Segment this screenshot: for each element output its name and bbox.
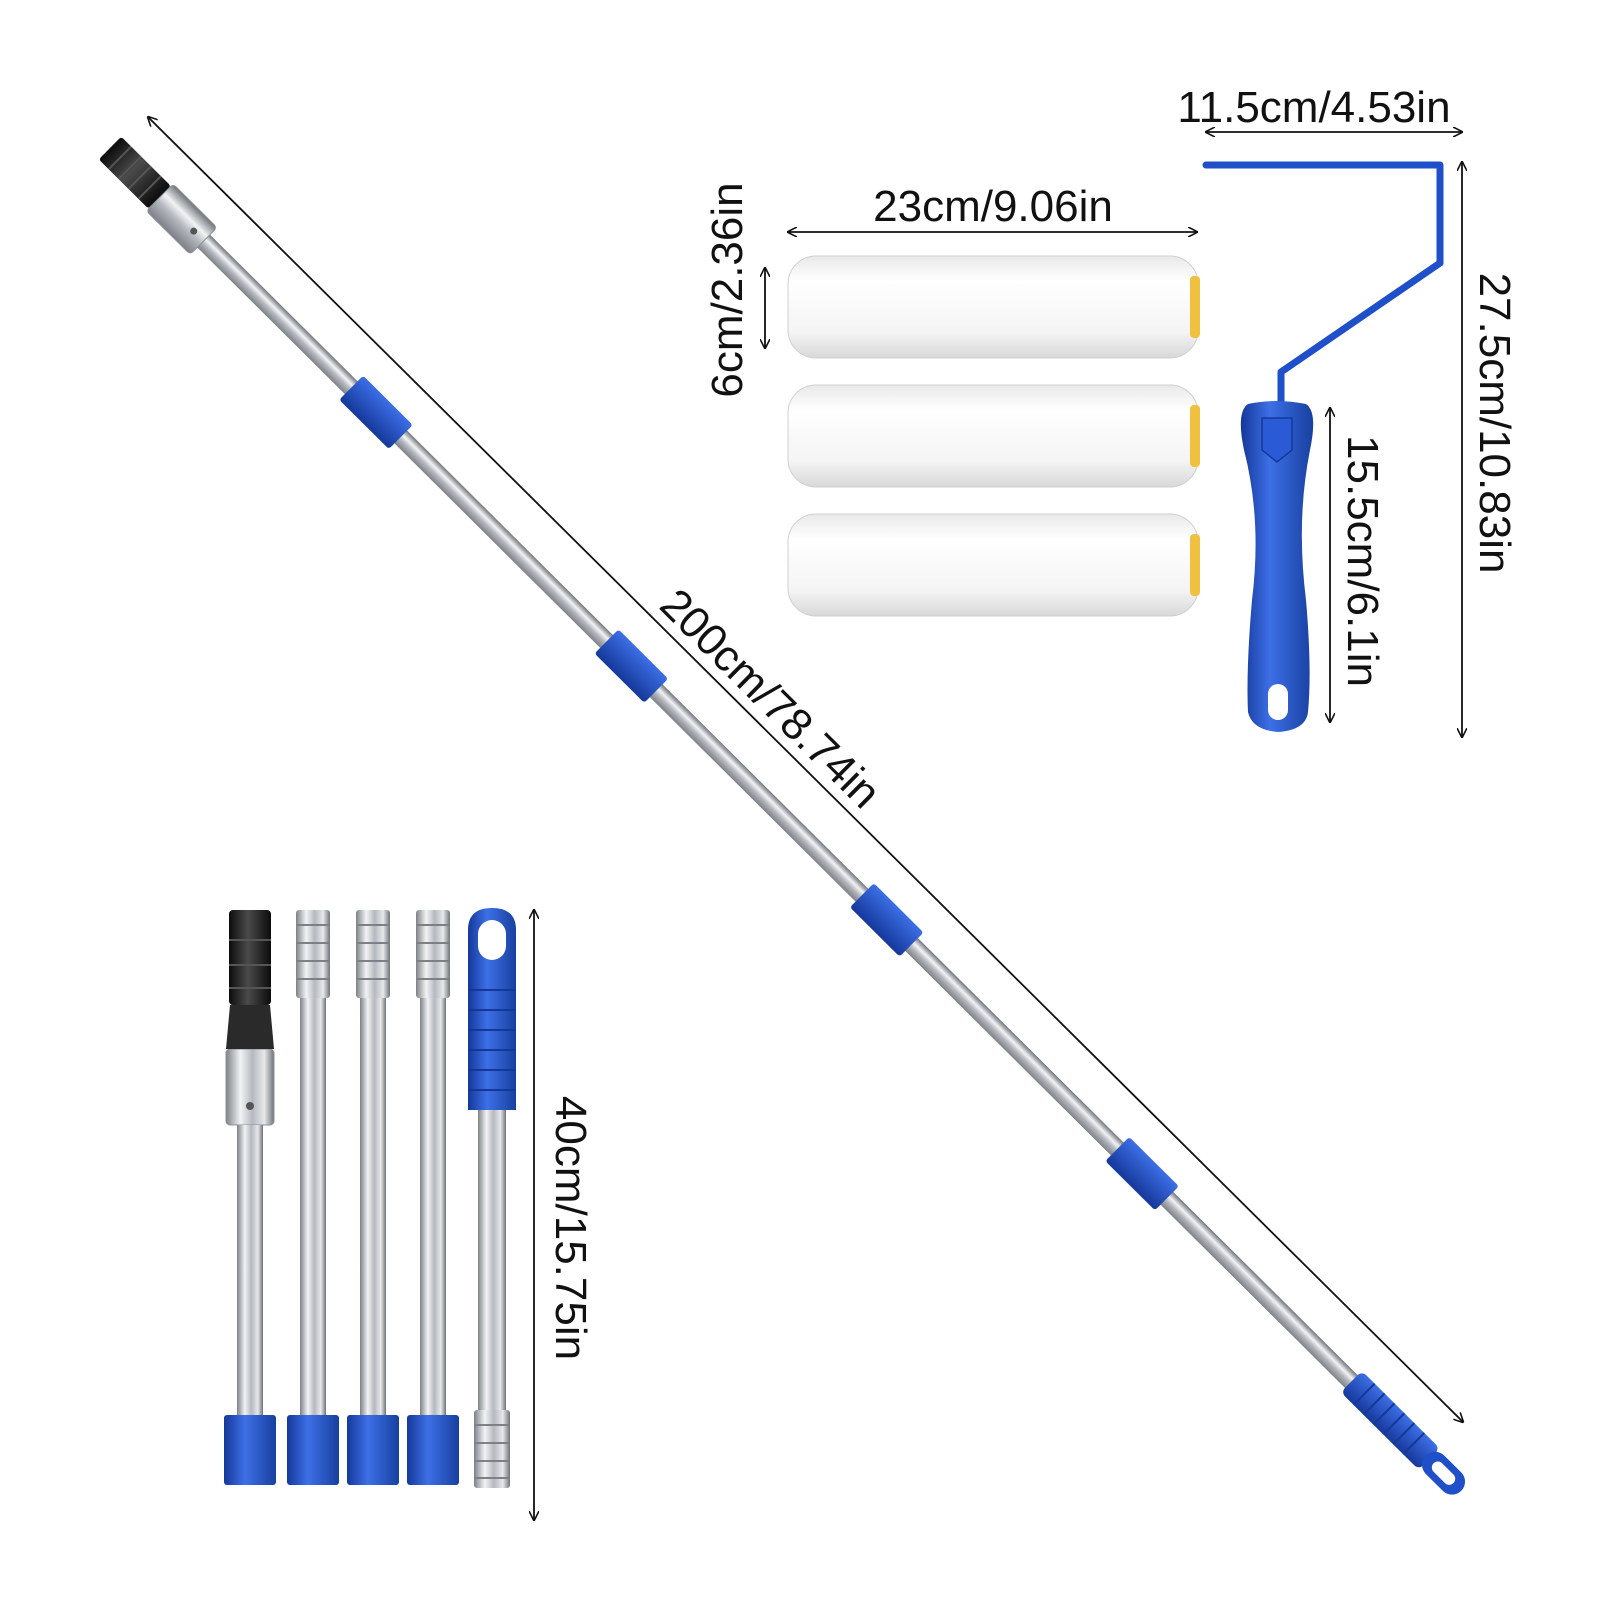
pole-segments [224,908,516,1488]
segment-length-label: 40cm/15.75in [546,1096,595,1360]
roller-covers [787,255,1200,617]
frame-width-label: 11.5cm/4.53in [1177,83,1450,132]
roller-frame [1202,161,1444,732]
roller-cover-3 [787,513,1200,617]
frame-handle [1240,401,1314,732]
frame-height-label: 27.5cm/10.83in [1470,273,1519,574]
frame-handle-hole [1268,684,1288,720]
pole-segment-middle-3 [407,910,459,1485]
roller-length-label: 23cm/9.06in [873,182,1113,231]
pole-segment-tip [224,910,276,1485]
handle-length-label: 15.5cm/6.1in [1338,435,1387,687]
pole-segment-middle-1 [287,910,339,1485]
pole-segment-handle [468,908,516,1488]
roller-cover-1 [787,255,1200,359]
roller-diameter-label: 6cm/2.36in [703,182,752,397]
pole-segment-middle-2 [347,910,399,1485]
roller-cover-2 [787,384,1200,488]
pole-length-dimension-line [148,117,1463,1422]
pole-handle-grip [1343,1373,1466,1495]
frame-wire [1202,161,1444,416]
